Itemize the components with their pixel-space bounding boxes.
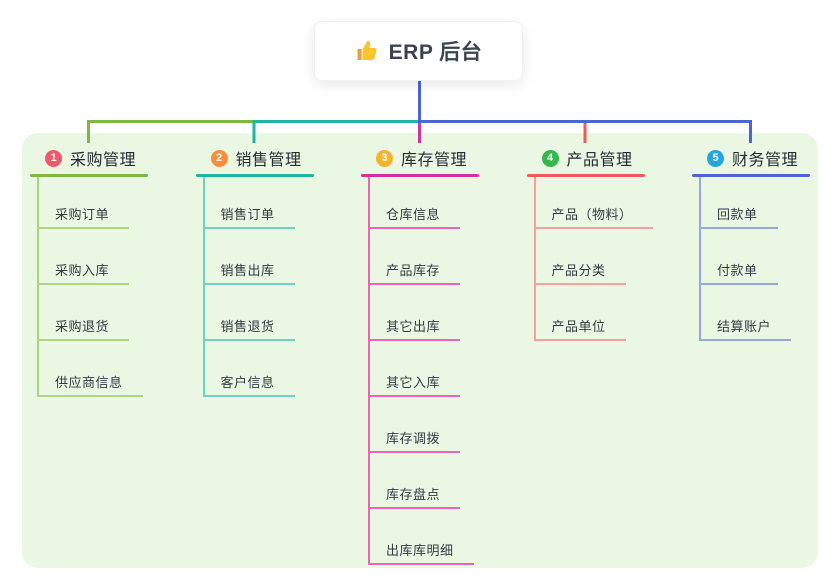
branch-5: 5 财务管理 回款单 付款单 结算账户 xyxy=(692,145,839,341)
child-label: 其它出库 xyxy=(386,319,441,334)
child-node[interactable]: 其它出库 xyxy=(370,285,461,341)
branch-header[interactable]: 2 销售管理 xyxy=(196,145,366,171)
branch-4: 4 产品管理 产品（物料） 产品分类 产品单位 xyxy=(526,145,697,341)
child-label: 销售出库 xyxy=(220,263,275,278)
child-label: 供应商信息 xyxy=(55,375,123,390)
branch-label: 销售管理 xyxy=(235,152,302,169)
branch-header[interactable]: 1 采购管理 xyxy=(30,145,200,171)
branch-number-badge: 3 xyxy=(376,149,393,167)
branch-header[interactable]: 5 财务管理 xyxy=(692,145,839,171)
child-node[interactable]: 其它入库 xyxy=(370,341,461,397)
child-node[interactable]: 仓库信息 xyxy=(370,177,461,229)
child-label: 库存调拨 xyxy=(386,431,441,446)
branch-label: 库存管理 xyxy=(401,152,468,169)
child-node[interactable]: 库存盘点 xyxy=(370,453,461,509)
branch-children: 销售订单 销售出库 销售退货 客户信息 xyxy=(202,177,295,397)
child-label: 结算账户 xyxy=(717,319,772,334)
branch-header[interactable]: 3 库存管理 xyxy=(361,145,531,171)
root-title: ERP 后台 xyxy=(388,41,483,64)
branch-children: 回款单 付款单 结算账户 xyxy=(699,177,792,341)
child-node[interactable]: 产品（物料） xyxy=(535,177,653,229)
child-label: 销售退货 xyxy=(220,319,275,334)
thumbs-up-icon xyxy=(357,40,377,60)
branch-number-badge: 2 xyxy=(210,149,228,167)
child-node[interactable]: 采购退货 xyxy=(39,285,130,341)
child-label: 库存盘点 xyxy=(386,487,441,502)
child-node[interactable]: 付款单 xyxy=(701,229,778,285)
child-label: 回款单 xyxy=(717,207,758,222)
child-node[interactable]: 产品分类 xyxy=(535,229,626,285)
child-node[interactable]: 供应商信息 xyxy=(39,341,143,397)
branches-panel xyxy=(22,133,818,568)
child-node[interactable]: 产品库存 xyxy=(370,229,461,285)
branch-2: 2 销售管理 销售订单 销售出库 销售退货 客户信息 xyxy=(195,145,366,397)
child-label: 仓库信息 xyxy=(386,207,441,222)
child-node[interactable]: 销售出库 xyxy=(204,229,295,285)
branch-children: 仓库信息 产品库存 其它出库 其它入库 库存调拨 库存盘点 出库库明细 xyxy=(368,177,474,565)
child-node[interactable]: 回款单 xyxy=(701,177,778,229)
branch-underline xyxy=(692,174,810,177)
child-node[interactable]: 销售订单 xyxy=(204,177,295,229)
branch-number-badge: 5 xyxy=(707,149,724,167)
branch-underline xyxy=(526,174,645,177)
branch-header[interactable]: 4 产品管理 xyxy=(527,145,697,171)
branch-1: 1 采购管理 采购订单 采购入库 采购退货 供应商信息 xyxy=(30,145,200,397)
child-label: 采购入库 xyxy=(55,263,110,278)
child-node[interactable]: 出库库明细 xyxy=(370,509,474,565)
child-node[interactable]: 客户信息 xyxy=(204,341,295,397)
branch-number-badge: 4 xyxy=(541,149,559,167)
child-label: 销售订单 xyxy=(220,207,275,222)
branch-underline xyxy=(361,174,479,177)
branch-children: 采购订单 采购入库 采购退货 供应商信息 xyxy=(37,177,143,397)
child-label: 付款单 xyxy=(717,263,758,278)
child-node[interactable]: 产品单位 xyxy=(535,285,626,341)
child-label: 采购退货 xyxy=(55,319,110,334)
child-node[interactable]: 销售退货 xyxy=(204,285,295,341)
child-label: 产品分类 xyxy=(551,263,606,278)
branch-3: 3 库存管理 仓库信息 产品库存 其它出库 其它入库 库存调拨 库存盘点 出库库… xyxy=(361,145,531,565)
branch-number-badge: 1 xyxy=(45,149,62,167)
child-node[interactable]: 采购入库 xyxy=(39,229,130,285)
child-label: 采购订单 xyxy=(55,207,110,222)
child-node[interactable]: 结算账户 xyxy=(701,285,792,341)
child-node[interactable]: 采购订单 xyxy=(39,177,130,229)
child-label: 产品库存 xyxy=(386,263,441,278)
child-label: 出库库明细 xyxy=(386,543,454,558)
branch-label: 采购管理 xyxy=(70,152,137,169)
branch-label: 产品管理 xyxy=(566,152,633,169)
root-node[interactable]: ERP 后台 xyxy=(314,21,523,81)
child-label: 客户信息 xyxy=(220,375,275,390)
child-label: 产品（物料） xyxy=(551,207,633,222)
child-node[interactable]: 库存调拨 xyxy=(370,397,461,453)
child-label: 其它入库 xyxy=(386,375,441,390)
branch-underline xyxy=(30,174,148,177)
child-label: 产品单位 xyxy=(551,319,606,334)
branch-underline xyxy=(195,174,314,177)
branch-label: 财务管理 xyxy=(732,152,799,169)
branch-children: 产品（物料） 产品分类 产品单位 xyxy=(533,177,653,341)
